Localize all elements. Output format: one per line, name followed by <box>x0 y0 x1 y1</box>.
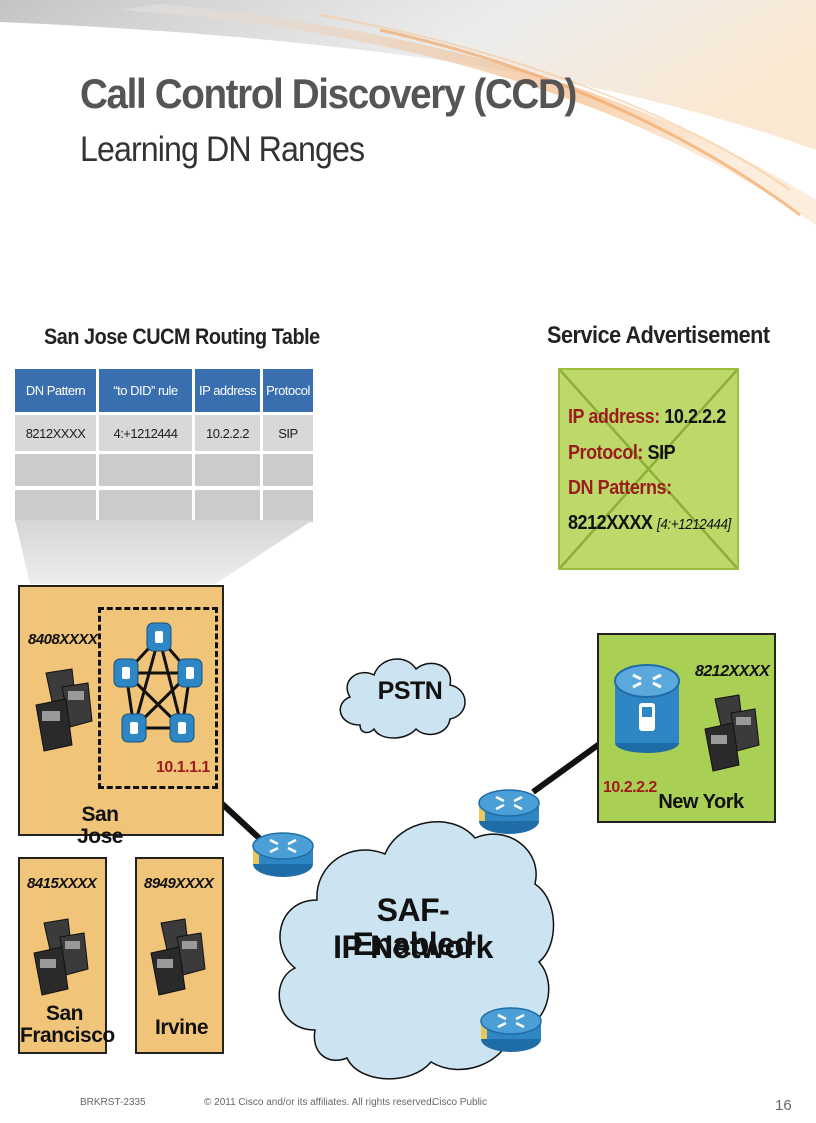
san-jose-name: San Jose <box>77 803 123 848</box>
empty-table-cell <box>15 490 96 522</box>
irvine-dn: 8949XXXX <box>144 875 214 892</box>
cucm-server-icon <box>614 664 680 753</box>
footer-copyright: © 2011 Cisco and/or its affiliates. All … <box>204 1097 435 1108</box>
empty-table-cell <box>263 490 313 522</box>
empty-table-cell <box>15 454 96 486</box>
service-advertisement-heading: Service Advertisement <box>547 322 770 349</box>
routing-table-heading: San Jose CUCM Routing Table <box>44 324 320 349</box>
ad-ip-line: IP address: 10.2.2.2 <box>568 406 726 429</box>
ad-protocol-line: Protocol: SIP <box>568 442 676 465</box>
san-francisco-name-line1: San <box>45 1002 84 1025</box>
san-francisco-name-line2: Francisco <box>20 1024 115 1047</box>
ip-phone-icon <box>33 918 89 996</box>
empty-table-cell <box>195 454 260 486</box>
table-cell: SIP <box>263 415 313 451</box>
service-advertisement-envelope: IP address: 10.2.2.2 Protocol: SIP DN Pa… <box>558 368 739 570</box>
router-icon <box>252 832 314 877</box>
column-header-ip-address: IP address <box>195 369 260 412</box>
new-york-ip: 10.2.2.2 <box>603 779 657 796</box>
empty-table-cell <box>263 454 313 486</box>
page-title: Call Control Discovery (CCD) <box>80 70 577 117</box>
header-swoosh <box>0 0 816 225</box>
table-cell: 4:+1212444 <box>99 415 192 451</box>
san-jose-ip: 10.1.1.1 <box>156 759 210 776</box>
page-subtitle: Learning DN Ranges <box>80 130 365 169</box>
empty-table-cell <box>195 490 260 522</box>
ad-dn-value: 8212XXXX <box>568 512 653 534</box>
san-jose-dn: 8408XXXX <box>28 631 98 648</box>
table-projection <box>15 520 313 584</box>
site-san-jose: 8408XXXX San Jose 10.1.1.1 <box>18 585 224 848</box>
saf-label-line2: IP Network <box>333 929 493 965</box>
column-header-protocol: Protocol <box>263 369 313 412</box>
new-york-dn: 8212XXXX <box>695 663 770 680</box>
column-header-did-rule: “to DID” rule <box>99 369 192 412</box>
empty-table-cell <box>99 454 192 486</box>
router-icon <box>480 1007 542 1052</box>
ad-dn-label: DN Patterns: <box>568 477 672 499</box>
new-york-name: New York <box>658 791 744 813</box>
cucm-cluster-boundary <box>98 607 218 789</box>
envelope-icon <box>560 370 737 568</box>
site-san-francisco: 8415XXXX San Francisco <box>18 857 115 1054</box>
site-irvine: 8949XXXX Irvine <box>135 857 224 1054</box>
table-cell: 8212XXXX <box>15 415 96 451</box>
router-icon <box>478 789 540 834</box>
ad-dn-label-line: DN Patterns: <box>568 477 672 500</box>
table-cell: 10.2.2.2 <box>195 415 260 451</box>
irvine-name: Irvine <box>154 1016 209 1039</box>
footer-session-code: BRKRST-2335 <box>80 1097 146 1108</box>
cucm-cluster-icon <box>113 622 203 743</box>
footer-classification: Cisco Public <box>432 1097 488 1108</box>
ad-protocol-value: SIP <box>647 442 676 464</box>
ip-phone-icon <box>704 694 760 772</box>
pstn-label: PSTN <box>377 677 443 705</box>
ip-phone-icon <box>150 918 206 996</box>
ad-ip-value: 10.2.2.2 <box>664 406 726 428</box>
column-header-dn-pattern: DN Pattern <box>15 369 96 412</box>
ad-dn-line: 8212XXXX [4:+1212444] <box>568 512 731 535</box>
ip-phone-icon <box>35 668 93 752</box>
ad-ip-label: IP address: <box>568 406 660 428</box>
ad-dn-rule: [4:+1212444] <box>657 516 731 533</box>
page-number: 16 <box>775 1097 792 1114</box>
site-new-york: 8212XXXX 10.2.2.2 New York <box>597 633 776 823</box>
san-francisco-dn: 8415XXXX <box>27 875 97 892</box>
pstn-cloud-icon <box>339 658 466 739</box>
empty-table-cell <box>99 490 192 522</box>
saf-label-line1: SAF-Enabled <box>352 892 474 962</box>
ad-protocol-label: Protocol: <box>568 442 643 464</box>
